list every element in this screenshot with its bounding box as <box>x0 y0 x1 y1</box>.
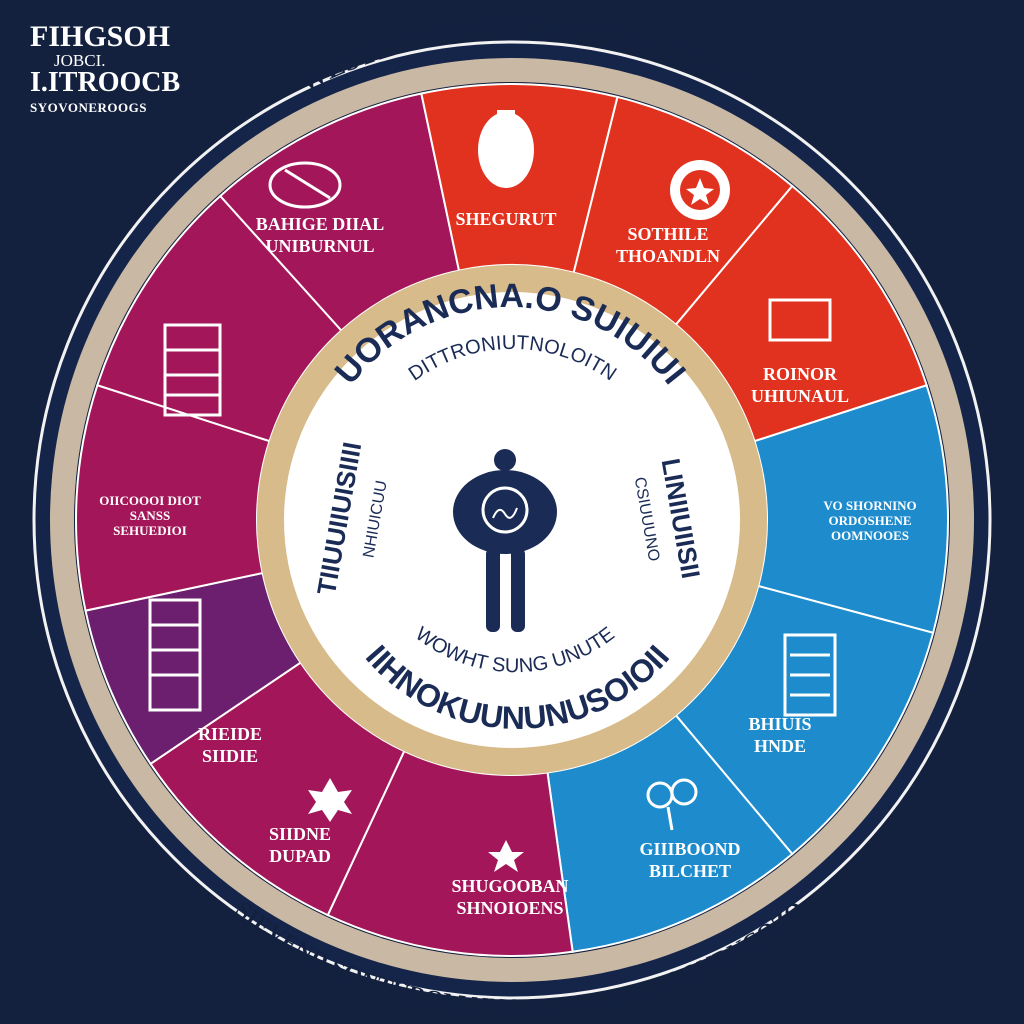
crest-icon <box>478 110 534 188</box>
title-line-4: SYOVONEROOGS <box>30 100 147 115</box>
balloon-icon <box>646 778 698 831</box>
building-icon-lower-left <box>148 598 202 712</box>
person-icon <box>453 449 557 632</box>
calendar-icon <box>268 161 342 209</box>
building-icon <box>163 323 222 417</box>
star-badge-icon <box>670 160 730 220</box>
corner-title: FIHGSOH JOBCI. I.ITROOCB SYOVONEROOGS <box>30 22 180 117</box>
segment-label-maroon-top: SHEGURUT <box>455 209 556 229</box>
grid-icon-right <box>768 298 832 342</box>
document-icon <box>783 633 837 717</box>
title-line-3: I.ITROOCB <box>30 67 181 98</box>
title-line-2: JOBCI. <box>54 51 106 70</box>
flower-icon <box>308 778 524 872</box>
title-line-1: FIHGSOH <box>30 20 171 53</box>
